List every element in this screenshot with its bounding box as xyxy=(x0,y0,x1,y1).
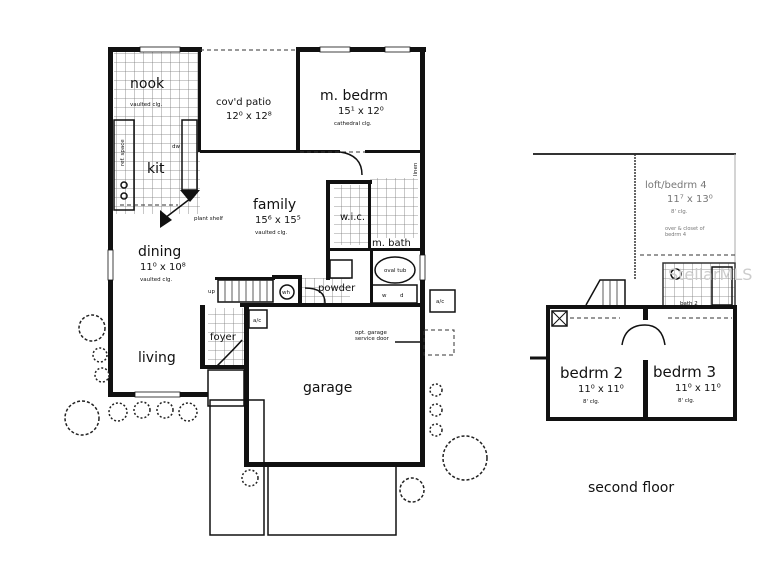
garage-label: garage xyxy=(303,380,352,396)
water-heater xyxy=(279,284,295,300)
dishwasher-label: dw xyxy=(172,144,180,150)
washer-label: w xyxy=(382,293,387,299)
powder-tile xyxy=(302,278,350,306)
garage-door-note: opt. garage service door xyxy=(355,330,389,342)
patio-label: cov'd patio xyxy=(216,97,271,108)
linen-label: linen xyxy=(413,162,419,176)
kitchen-label: kit xyxy=(147,161,165,177)
ac-outside-label: a/c xyxy=(436,299,444,305)
ref-space-label: ref. space xyxy=(120,139,126,166)
master-bedroom-ceiling: cathedral clg. xyxy=(334,121,372,127)
bedroom3-label: bedrm 3 xyxy=(653,363,716,381)
upper-stairs xyxy=(585,279,626,306)
foyer-label: foyer xyxy=(210,332,237,343)
bedroom2-ceiling: 8' clg. xyxy=(583,399,600,405)
bedroom2-size: 11⁰ x 11⁰ xyxy=(578,384,624,395)
bath2-label: bath 2 xyxy=(680,301,698,307)
master-bath-label: m. bath xyxy=(372,238,411,249)
loft-note: over & closet of bedrm 4 xyxy=(665,226,704,238)
bedroom3-ceiling: 8' clg. xyxy=(678,398,695,404)
nook-label: nook xyxy=(130,76,165,92)
ac-unit-inside xyxy=(248,309,268,329)
first-floor: nook vaulted clg. cov'd patio 12⁰ x 12⁸ … xyxy=(64,46,488,536)
ac-inside-label: a/c xyxy=(253,318,261,324)
master-bedroom-label: m. bedrm xyxy=(320,88,388,104)
second-floor: loft/bedrm 4 11⁷ x 13⁰ 8' clg. over & cl… xyxy=(530,153,752,496)
family-ceiling: vaulted clg. xyxy=(255,230,287,236)
bath2-area xyxy=(662,262,736,309)
living-label: living xyxy=(138,350,176,366)
stairs-up-label: up xyxy=(208,289,215,295)
mbath-tile xyxy=(370,178,418,238)
second-floor-title: second floor xyxy=(588,480,674,496)
powder-label: powder xyxy=(318,283,356,294)
dining-size: 11⁰ x 10⁸ xyxy=(140,262,186,273)
toilet xyxy=(329,259,353,279)
nook-kitchen-tile xyxy=(114,52,200,214)
dining-label: dining xyxy=(138,244,181,260)
landscaping xyxy=(64,314,488,503)
bedroom3-size: 11⁰ x 11⁰ xyxy=(675,383,721,394)
water-heater-label: wh xyxy=(282,290,290,296)
plant-shelf-label: plant shelf xyxy=(194,216,224,222)
oval-tub-label: oval tub xyxy=(384,268,407,274)
loft-label: loft/bedrm 4 xyxy=(645,180,707,191)
laundry xyxy=(371,284,418,304)
dryer-label: d xyxy=(400,293,404,299)
patio-size: 12⁰ x 12⁸ xyxy=(226,111,272,122)
watermark: StellarMLS xyxy=(668,265,752,284)
ac-unit-outside xyxy=(429,289,456,313)
wic-label: w.i.c. xyxy=(340,212,365,223)
bedroom2-label: bedrm 2 xyxy=(560,364,623,382)
stairs xyxy=(217,279,274,303)
wic-tile xyxy=(334,185,370,245)
master-bedroom-size: 15¹ x 12⁰ xyxy=(338,106,384,117)
nook-ceiling: vaulted clg. xyxy=(130,102,162,108)
family-size: 15⁶ x 15⁵ xyxy=(255,215,301,226)
family-label: family xyxy=(253,197,296,213)
loft-size: 11⁷ x 13⁰ xyxy=(667,194,713,205)
oval-tub xyxy=(374,256,416,284)
loft-ceiling: 8' clg. xyxy=(671,209,688,215)
dining-ceiling: vaulted clg. xyxy=(140,277,172,283)
